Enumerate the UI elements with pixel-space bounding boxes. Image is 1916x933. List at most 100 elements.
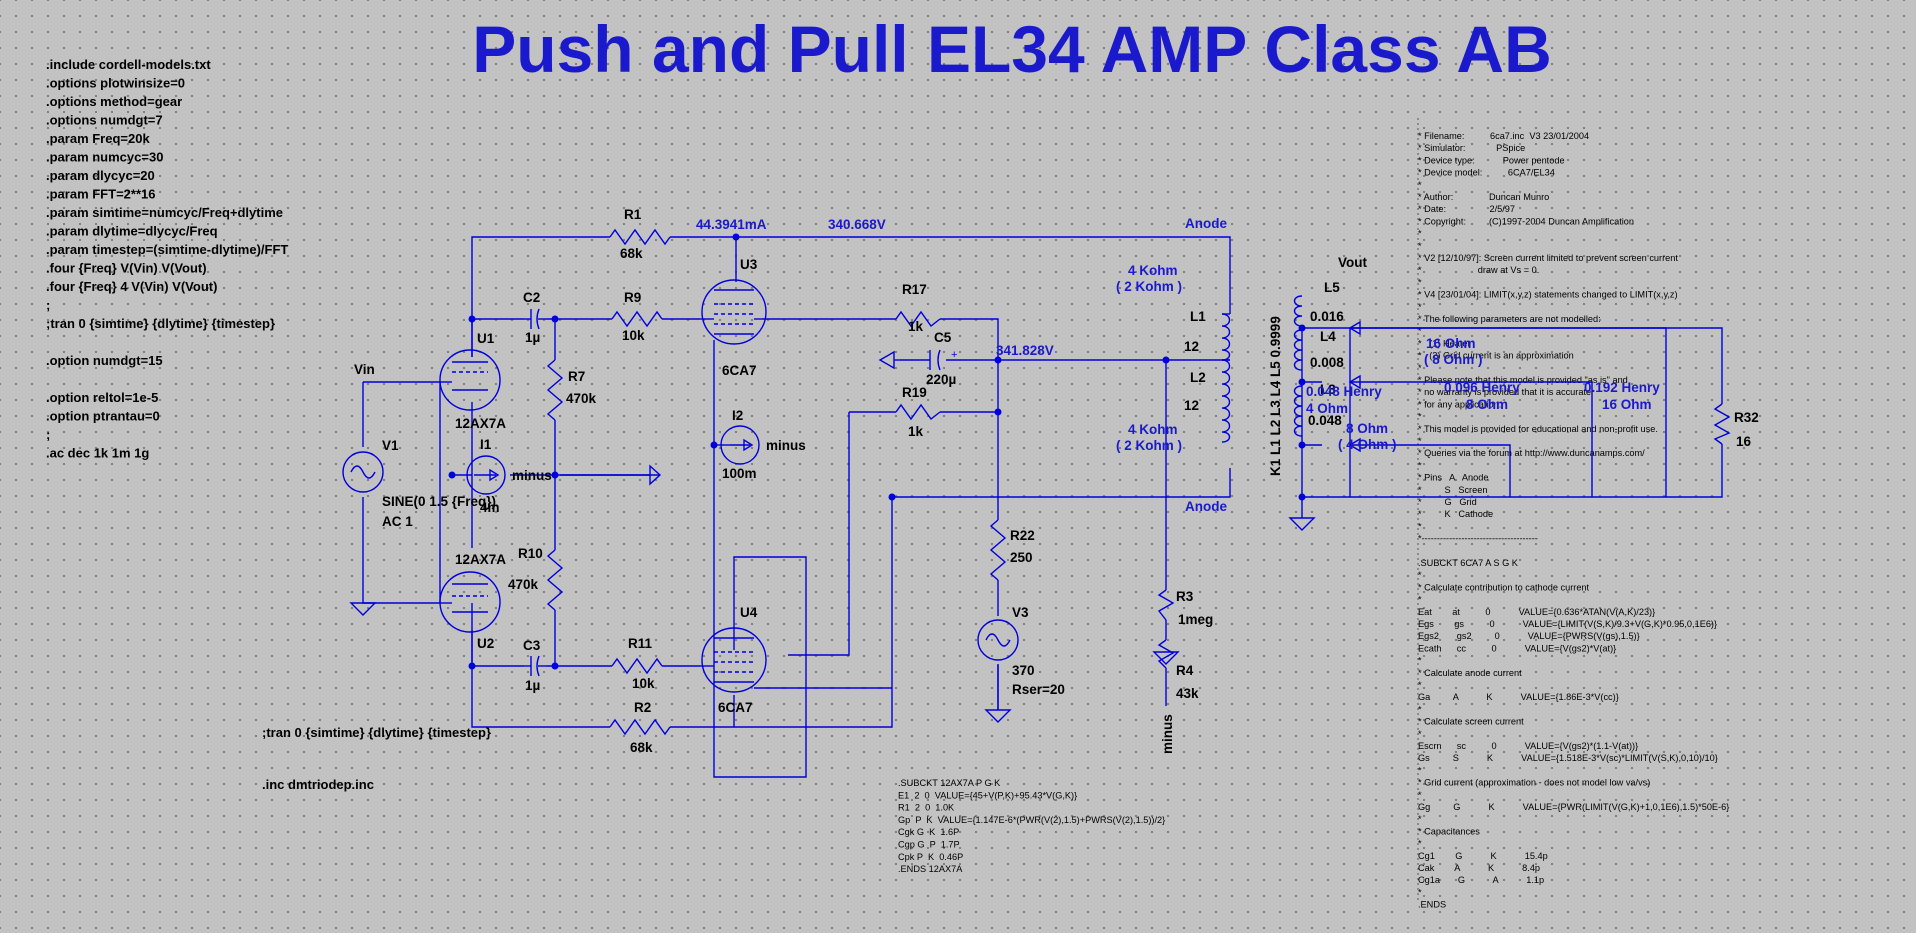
v1-value2: AC 1 — [382, 514, 413, 529]
model-6ca7-line: * — [1418, 887, 1422, 897]
model-6ca7-line: .ENDS — [1418, 900, 1446, 910]
r11-name: R11 — [628, 636, 653, 651]
note-2kohm-bottom: ( 2 Kohm ) — [1116, 438, 1182, 453]
spice-directive-line: .four {Freq} 4 V(Vin) V(Vout) — [46, 279, 217, 294]
u1-name: U1 — [477, 331, 495, 346]
model-12ax7-line: Gp P K VALUE={1.147E-6*(PWR(V(2),1.5)+PW… — [898, 815, 1165, 825]
model-6ca7-line: * Grid current (approximation - does not… — [1418, 778, 1650, 788]
junctions — [448, 233, 1306, 670]
r3-value: 1meg — [1178, 612, 1213, 627]
model-6ca7-line: Ecath cc 0 VALUE={V(gs2)*V(at)} — [1418, 643, 1616, 653]
u4-name: U4 — [740, 605, 758, 620]
pentode-u3[interactable] — [700, 279, 767, 345]
spice-directive-line: .include cordell-models.txt — [46, 57, 211, 72]
wires[interactable] — [362, 236, 1723, 778]
capacitor-c2[interactable] — [524, 308, 546, 330]
resistor-r2[interactable] — [609, 718, 671, 736]
resistor-r10[interactable] — [546, 549, 564, 611]
model-6ca7-line: * — [1418, 656, 1422, 666]
r3-name: R3 — [1176, 589, 1194, 604]
inductor-l2[interactable] — [1221, 359, 1231, 443]
directive-tran[interactable]: ;tran 0 {simtime} {dlytime} {timestep} — [262, 725, 491, 740]
model-6ca7-line: * Capacitances — [1418, 826, 1480, 836]
c2-value: 1µ — [525, 330, 540, 345]
spice-directives[interactable]: .include cordell-models.txt.options plot… — [46, 57, 288, 461]
spice-directive-line: .option ptrantau=0 — [46, 409, 160, 424]
inductor-l5[interactable] — [1293, 295, 1303, 327]
model-6ca7-line: * — [1418, 326, 1422, 336]
model-6ca7-line: * for any application. — [1418, 399, 1501, 409]
resistor-r19[interactable] — [895, 403, 941, 421]
resistor-r11[interactable] — [611, 657, 663, 675]
l2-name: L2 — [1190, 370, 1206, 385]
resistor-r4[interactable] — [1157, 639, 1175, 669]
resistor-r1[interactable] — [609, 228, 671, 246]
model-6ca7-line: * This model is provided for educational… — [1418, 424, 1658, 434]
model-6ca7-line: * — [1418, 241, 1422, 251]
spice-directive-line: .param timestep=(simtime-dlytime)/FFT — [46, 242, 288, 257]
model-6ca7-line: * Please note that this model is provide… — [1418, 375, 1628, 385]
current-source-i2[interactable] — [720, 425, 760, 465]
model-6ca7-line: * — [1418, 521, 1422, 531]
resistor-r17[interactable] — [895, 310, 941, 328]
resistor-r22[interactable] — [989, 519, 1007, 581]
directive-include[interactable]: .inc dmtriodep.inc — [262, 777, 374, 792]
resistor-r32[interactable] — [1713, 403, 1731, 445]
net-current: 44.3941mA — [696, 217, 767, 232]
model-6ca7-line: * Calculate contribution to cathode curr… — [1418, 582, 1590, 592]
i1-value: 4m — [480, 500, 500, 515]
spice-directive-line: ; — [46, 427, 50, 442]
note-4ohm: 4 Ohm — [1306, 401, 1348, 416]
inductor-l3[interactable] — [1293, 385, 1303, 437]
current-source-i1[interactable] — [466, 455, 506, 495]
model-6ca7-line: Gs S K VALUE={1.518E-3*V(sc)*LIMIT(V(S,K… — [1418, 753, 1718, 763]
l3-name: L3 — [1320, 382, 1336, 397]
r11-value: 10k — [632, 676, 655, 691]
spice-directive-line: ;tran 0 {simtime} {dlytime} {timestep} — [46, 316, 275, 331]
note-2kohm-top: ( 2 Kohm ) — [1116, 279, 1182, 294]
capacitor-c5[interactable] — [929, 349, 941, 371]
model-6ca7-line: * — [1418, 436, 1422, 446]
r9-name: R9 — [624, 290, 641, 305]
r32-value: 16 — [1736, 434, 1752, 449]
capacitor-c3[interactable] — [524, 655, 546, 677]
resistor-r3[interactable] — [1157, 589, 1175, 621]
v1-name: V1 — [382, 438, 399, 453]
model-6ca7-line: * S Screen — [1418, 485, 1487, 495]
spice-directive-line: .param Freq=20k — [46, 131, 150, 146]
triode-u2[interactable] — [439, 571, 501, 633]
model-6ca7-line: * — [1418, 729, 1422, 739]
voltage-source-v1[interactable] — [342, 451, 384, 493]
inductor-l1[interactable] — [1221, 313, 1231, 361]
model-12ax7-line: R1 2 0 1.0K — [898, 803, 955, 813]
r4-value: 43k — [1176, 686, 1199, 701]
model-6ca7-line: * Calculate anode current — [1418, 668, 1522, 678]
model-6ca7-line: * no warranty is provided that it is acc… — [1418, 387, 1591, 397]
resistor-r7[interactable] — [546, 359, 564, 421]
c5-name: C5 — [934, 330, 952, 345]
pentode-u4[interactable] — [700, 627, 788, 693]
note-16ohm-b: 16 Ohm — [1602, 397, 1652, 412]
note-4kohm-top: 4 Kohm — [1128, 263, 1178, 278]
inductor-l4[interactable] — [1293, 329, 1303, 371]
model-12ax7-line: Cgp G P 1.7P — [898, 840, 960, 850]
triode-u1[interactable] — [439, 349, 501, 411]
model-6ca7-line: * — [1418, 277, 1422, 287]
model-6ca7-line: Egs gs 0 VALUE={LIMIT(V(S,K)/9.3+V(G,K)*… — [1418, 619, 1717, 629]
spice-directive-line: .param numcyc=30 — [46, 150, 163, 165]
model-6ca7-line: * Author: Duncan Munro — [1418, 192, 1549, 202]
model-6ca7-line: Gg G K VALUE={PWR(LIMIT(V(G,K)+1,0,1E6),… — [1418, 802, 1729, 812]
model-6ca7-line: * draw at Vs = 0. — [1418, 265, 1539, 275]
model-6ca7-text: * Filename: 6ca7.inc V3 23/01/2004* Simu… — [1417, 118, 1729, 910]
u2-value: 12AX7A — [455, 552, 506, 567]
model-6ca7-line: * — [1418, 229, 1422, 239]
spice-directive-line: .options numdgt=7 — [46, 113, 163, 128]
label-vout: Vout — [1338, 255, 1367, 270]
resistor-r9[interactable] — [611, 310, 663, 328]
model-6ca7-line: * (2) Grid current is an approximation — [1418, 351, 1574, 361]
r17-name: R17 — [902, 282, 927, 297]
spice-directive-line: ; — [46, 298, 50, 313]
voltage-source-v3[interactable] — [977, 619, 1019, 661]
i2-name: I2 — [732, 408, 743, 423]
model-6ca7-line: * Device model: 6CA7/EL34 — [1418, 168, 1555, 178]
